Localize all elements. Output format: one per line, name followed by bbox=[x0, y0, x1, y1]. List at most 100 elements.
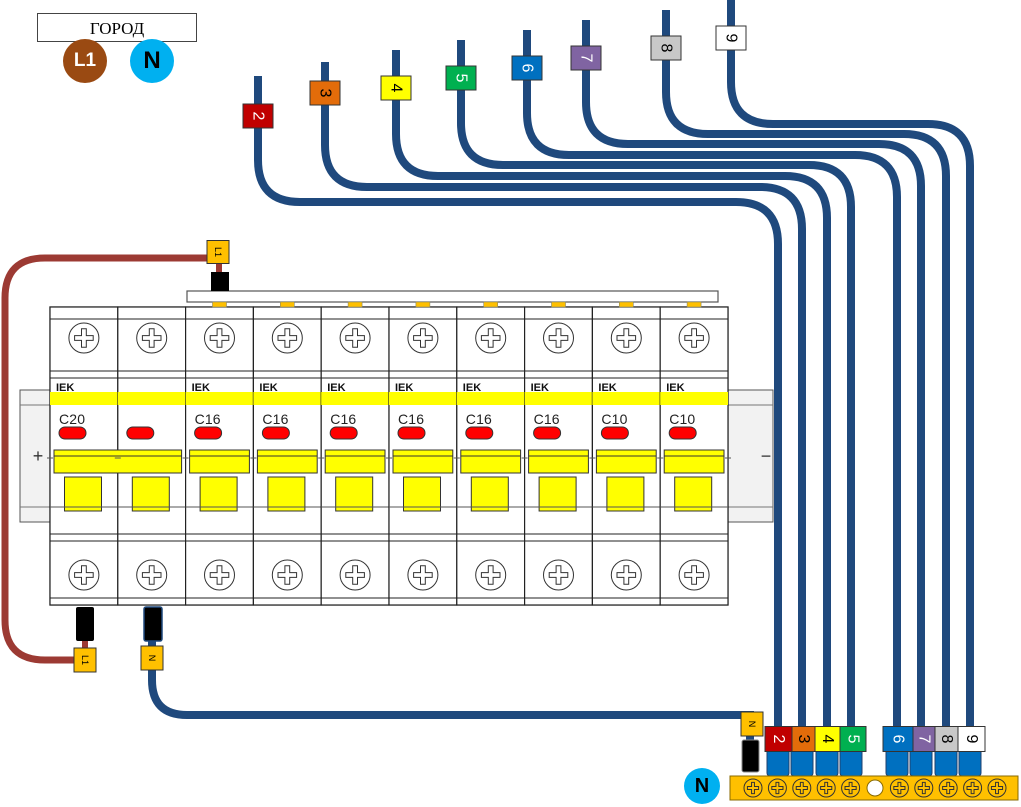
screw-slot bbox=[480, 328, 501, 348]
lever-cap[interactable] bbox=[189, 449, 250, 474]
breaker-lever-cap-9[interactable] bbox=[663, 449, 725, 474]
circuit-tag-bottom-7: 7 bbox=[912, 726, 936, 752]
neutral-bar-screw-icon bbox=[963, 778, 983, 798]
breaker-lever-handle[interactable] bbox=[606, 476, 645, 512]
breaker-lever-cap-4[interactable] bbox=[324, 449, 386, 474]
busbar-tooth bbox=[415, 301, 431, 308]
breaker-yellow-band bbox=[185, 392, 254, 405]
breaker-lever-handle[interactable] bbox=[538, 476, 577, 512]
tag-box bbox=[715, 25, 747, 51]
lever-cap[interactable] bbox=[392, 449, 454, 474]
tag-label: 9 bbox=[963, 735, 980, 744]
screw-slot bbox=[942, 781, 955, 795]
breaker-status-indicator bbox=[465, 426, 494, 440]
breaker-lever-handle[interactable] bbox=[403, 476, 441, 512]
neutral-n-badge: N bbox=[130, 39, 174, 83]
breaker-lever-cap-3[interactable] bbox=[256, 449, 318, 474]
breaker-yellow-band bbox=[592, 392, 661, 405]
breaker-status-indicator bbox=[194, 426, 223, 440]
screw-slot bbox=[990, 781, 1004, 795]
breaker-yellow-band bbox=[524, 392, 593, 405]
busbar-feed-ferrule bbox=[211, 272, 229, 291]
breaker-status-indicator bbox=[58, 426, 87, 440]
lever-cap[interactable] bbox=[324, 449, 386, 474]
screw-slot bbox=[616, 328, 637, 348]
circuit-tag-bottom-8: 8 bbox=[934, 726, 959, 752]
tag-label: 7 bbox=[916, 735, 933, 744]
neutral-bar-screw-icon bbox=[889, 778, 909, 798]
screw-slot bbox=[413, 565, 433, 585]
busbar-tooth bbox=[618, 301, 634, 308]
screw-slot bbox=[771, 781, 784, 795]
circuit-tag-bottom-3: 3 bbox=[791, 726, 816, 752]
breaker-lever-handle[interactable] bbox=[267, 476, 306, 512]
circuit-tag-bottom-5: 5 bbox=[839, 726, 867, 752]
breaker-lever-cap-1[interactable] bbox=[53, 449, 183, 474]
circuit-tag-bottom-9: 9 bbox=[957, 726, 986, 752]
din-rail-right bbox=[725, 389, 774, 523]
tag-label: N bbox=[147, 655, 157, 662]
tag-box bbox=[740, 711, 764, 737]
breaker-lever-handle[interactable] bbox=[199, 476, 238, 512]
breaker-brand-logo: IEK bbox=[463, 382, 481, 394]
breaker-lever-handle[interactable] bbox=[335, 476, 374, 512]
wire-neutral-feed bbox=[148, 640, 754, 740]
breaker-brand-logo: IEK bbox=[395, 382, 413, 394]
tag-label: 4 bbox=[388, 84, 405, 93]
feed-tag-neutral-bar: N bbox=[740, 711, 764, 737]
lever-cap[interactable] bbox=[595, 449, 657, 474]
wire-circuit-3 bbox=[321, 62, 806, 760]
breaker-lever-handle[interactable] bbox=[131, 476, 170, 512]
screw-slot bbox=[746, 781, 760, 795]
circuit-ferrule-7 bbox=[909, 747, 933, 777]
breaker-lever-cap-7[interactable] bbox=[528, 449, 589, 474]
tag-label: L1 bbox=[213, 247, 223, 257]
breaker-lever-handle[interactable] bbox=[470, 476, 509, 512]
breaker-lever-cap-5[interactable] bbox=[392, 449, 454, 474]
breaker-lever-cap-6[interactable] bbox=[460, 449, 522, 474]
top-terminal-screw-icon bbox=[475, 322, 507, 354]
breaker-lever-cap-8[interactable] bbox=[595, 449, 657, 474]
lever-cap[interactable] bbox=[528, 449, 589, 474]
top-terminal-screw-icon bbox=[407, 322, 439, 354]
busbar-tooth bbox=[483, 301, 499, 308]
screw-slot bbox=[74, 328, 94, 348]
breaker-brand-logo: IEK bbox=[531, 382, 549, 394]
phase-l1-badge: L1 bbox=[63, 39, 107, 83]
neutral-bar-badge: N bbox=[684, 768, 720, 804]
tag-label: 9 bbox=[723, 34, 740, 43]
screw-slot bbox=[345, 565, 365, 585]
wire-phase-l1-stub-bottom bbox=[82, 640, 88, 654]
circuit-tag-bottom-2: 2 bbox=[764, 726, 793, 752]
breaker-yellow-band bbox=[389, 392, 457, 405]
busbar-tooth bbox=[347, 301, 363, 308]
screw-slot bbox=[917, 781, 930, 795]
breaker-lever-handle[interactable] bbox=[674, 476, 713, 512]
lever-cap[interactable] bbox=[663, 449, 725, 474]
breaker-lever-handle[interactable] bbox=[64, 476, 102, 512]
circuit-tag-top-6: 6 bbox=[511, 55, 543, 81]
lever-cap[interactable] bbox=[460, 449, 522, 474]
bottom-terminal-screw-icon bbox=[610, 559, 642, 591]
circuit-tag-top-4: 4 bbox=[380, 75, 412, 101]
tag-label: 6 bbox=[519, 64, 536, 73]
tag-box bbox=[73, 647, 97, 673]
breaker-brand-logo: IEK bbox=[598, 382, 616, 394]
lever-cap[interactable] bbox=[256, 449, 318, 474]
lever-cap[interactable] bbox=[53, 449, 183, 474]
top-terminal-screw-icon bbox=[543, 322, 574, 354]
breaker-rating-label: C16 bbox=[534, 411, 560, 427]
wire-phase-l1 bbox=[1, 254, 218, 664]
circuit-tag-top-2: 2 bbox=[242, 103, 274, 129]
top-terminal-screw-icon bbox=[136, 322, 168, 354]
circuit-ferrule-5 bbox=[839, 747, 863, 777]
screw-slot bbox=[548, 565, 569, 585]
screw-slot bbox=[684, 328, 704, 348]
neutral-feed-ferrule bbox=[741, 739, 760, 773]
breaker-rating-label: C16 bbox=[262, 411, 288, 427]
breaker-status-indicator bbox=[533, 426, 562, 440]
circuit-ferrule-8 bbox=[934, 747, 958, 777]
circuit-ferrule-9 bbox=[958, 747, 982, 777]
circuit-ferrule-3 bbox=[790, 747, 814, 777]
breaker-lever-cap-2[interactable] bbox=[189, 449, 250, 474]
